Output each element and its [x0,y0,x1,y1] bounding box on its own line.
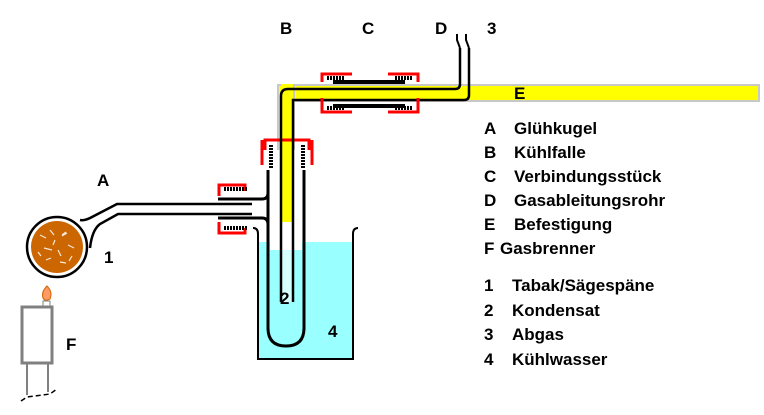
legend-key-e: E [484,215,495,234]
label-2: 2 [280,289,289,308]
legend-key-4: 4 [484,350,494,369]
legend-text-b: Kühlfalle [514,143,586,162]
legend-key-1: 1 [484,276,493,295]
legend-key-3: 3 [484,325,493,344]
legend-text-3: Abgas [512,325,564,344]
legend-text-1: Tabak/Sägespäne [512,276,654,295]
legend-text-e: Befestigung [514,215,612,234]
gas-tube [279,34,471,302]
label-a: A [97,171,109,190]
legend-text-4: Kühlwasser [512,350,608,369]
connector-c [320,72,420,114]
label-1: 1 [104,248,113,267]
cold-trap-b [218,84,306,348]
legend-key-b: B [484,143,496,162]
label-4: 4 [328,322,338,341]
gas-burner-f [20,285,58,402]
legend-numbers: 1 Tabak/Sägespäne 2 Kondensat 3 Abgas 4 … [484,276,654,369]
legend-key-2: 2 [484,301,493,320]
label-d: D [435,19,447,38]
label-3: 3 [487,19,496,38]
tobacco-sawdust [31,221,83,273]
legend-key-f: F [484,239,494,258]
cooling-beaker [252,227,359,360]
label-c: C [362,19,374,38]
legend-letters: A Glühkugel B Kühlfalle C Verbindungsstü… [484,119,666,258]
legend-key-d: D [484,191,496,210]
label-e: E [514,84,525,103]
connector-cold-trap [260,138,314,168]
legend-text-c: Verbindungsstück [514,167,662,186]
label-b: B [280,19,292,38]
glow-bulb-a [25,202,252,279]
legend-text-f: Gasbrenner [500,239,596,258]
connector-a-b [217,183,248,235]
legend-text-d: Gasableitungsrohr [514,191,666,210]
legend-key-c: C [484,167,496,186]
label-f: F [66,335,76,354]
legend-text-a: Glühkugel [514,119,597,138]
legend-key-a: A [484,119,496,138]
legend-text-2: Kondensat [512,301,600,320]
